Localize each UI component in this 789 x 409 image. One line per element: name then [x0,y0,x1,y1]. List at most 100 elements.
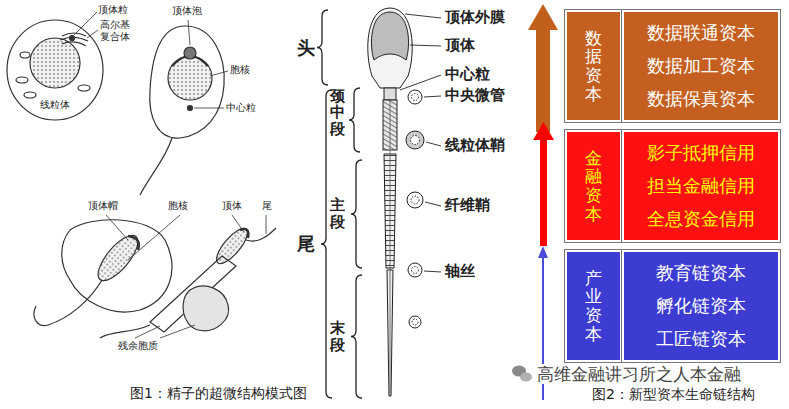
capital-type-cell: 数据资本 [565,10,622,122]
leader-line [128,215,180,260]
cross-section [412,94,419,101]
part-label: 顶体外膜 [445,8,505,26]
segment-label: 尾 [297,233,315,255]
cross-section [411,196,419,204]
cross-section [406,90,424,328]
cell-part-label: 残余胞质 [118,340,158,352]
capital-item-text: 教育链资本 [656,261,746,285]
cross-section [407,192,423,208]
round-spermatid [30,38,80,88]
leader-line [410,45,441,46]
cell-part-label: 胞核 [168,200,188,212]
figure-caption: 图1：精子的超微结构模式图 [130,385,307,402]
leader-line [405,14,441,18]
cell-part-label: 线粒体 [40,99,70,111]
late-spermatid [150,256,236,332]
late-spermatid [246,228,276,241]
leader-line [194,108,224,109]
capital-items-box: 影子抵押信用担当金融信用全息资金信用 [622,130,780,242]
cell-part-label: 顶体粒 [98,4,128,16]
capital-type-label: 产业资本 [585,269,602,344]
cell-part-label: 尾 [262,200,272,212]
leader-line [425,202,441,206]
leader-line [106,215,266,338]
cross-section [406,131,424,149]
brace [351,275,362,398]
round-spermatid [7,20,103,120]
leader-line [424,96,441,97]
leader-line [74,12,98,38]
segment-label: 末段 [330,320,345,353]
capital-type-cell: 产业资本 [565,250,622,362]
round-spermatid [7,20,103,120]
wechat-icon [520,373,532,382]
elongating-spermatid [140,26,224,195]
sperm-body [368,8,412,396]
brace [317,10,362,398]
brace [351,160,362,268]
capital-item-text: 工匠链资本 [656,327,746,351]
maturing-spermatid [62,220,172,312]
residual-cytoplasm [183,286,229,331]
capital-type-label: 数据资本 [585,29,602,104]
leader-line [160,325,195,338]
segment-label: 主段 [330,197,345,230]
cross-section [412,319,418,325]
round-spermatid [24,92,36,98]
late-spermatid [212,224,253,268]
leader-line [426,142,441,146]
capital-item-text: 孵化链资本 [656,294,746,318]
leader-line [266,215,267,234]
sperm-body [384,88,396,100]
capital-item-text: 全息资金信用 [647,207,755,231]
leader-line [188,20,228,108]
maturing-spermatid [128,236,139,250]
part-label: 中央微管 [445,86,505,104]
elongating-spermatid [188,106,193,111]
leader-line [400,14,441,272]
growth-arrow [533,122,554,140]
round-spermatid [20,52,30,58]
segment-label: 颈 [330,87,345,105]
elongating-spermatid [168,56,212,100]
growth-arrow [538,246,548,258]
wechat-icon [512,366,532,382]
cross-section [409,316,421,328]
round-spermatid [78,85,90,91]
residual-cytoplasm [183,286,229,331]
brace [349,88,360,152]
sperm-body [368,8,412,88]
elongating-spermatid [184,47,196,59]
cross-section [412,267,419,274]
segment-label: 中段 [330,104,345,137]
cell-part-label: 顶体泡 [172,5,202,17]
capital-item-text: 数据联通资本 [647,21,755,45]
part-label: 顶体 [445,36,475,54]
capital-item-text: 担当金融信用 [647,174,755,198]
maturing-spermatid [34,220,172,326]
watermark: 高维金融讲习所之人本金融 [535,364,743,384]
cell-part-label: 胞核 [230,64,250,76]
growth-arrow [528,4,558,30]
elongating-spermatid [140,138,172,195]
capital-item-text: 影子抵押信用 [647,141,755,165]
capital-item-text: 数据保真资本 [647,87,755,111]
round-spermatid [70,36,75,41]
capital-item-text: 数据加工资本 [647,54,755,78]
cross-section [411,136,420,145]
cross-section [408,90,422,104]
growth-arrow [536,28,550,132]
maturing-spermatid [34,280,102,326]
capital-type-label: 金融资本 [585,149,602,224]
capital-items-box: 数据联通资本数据加工资本数据保真资本 [622,10,780,122]
sperm-body [390,100,391,396]
growth-arrow [540,136,547,246]
part-label: 线粒体鞘 [445,136,505,154]
cell-part-label: 中心粒 [226,102,256,114]
maturing-spermatid [92,229,145,286]
leader-line [87,30,98,38]
late-spermatid [100,325,150,338]
leader-line [400,75,441,90]
part-label: 纤维鞘 [445,196,490,214]
